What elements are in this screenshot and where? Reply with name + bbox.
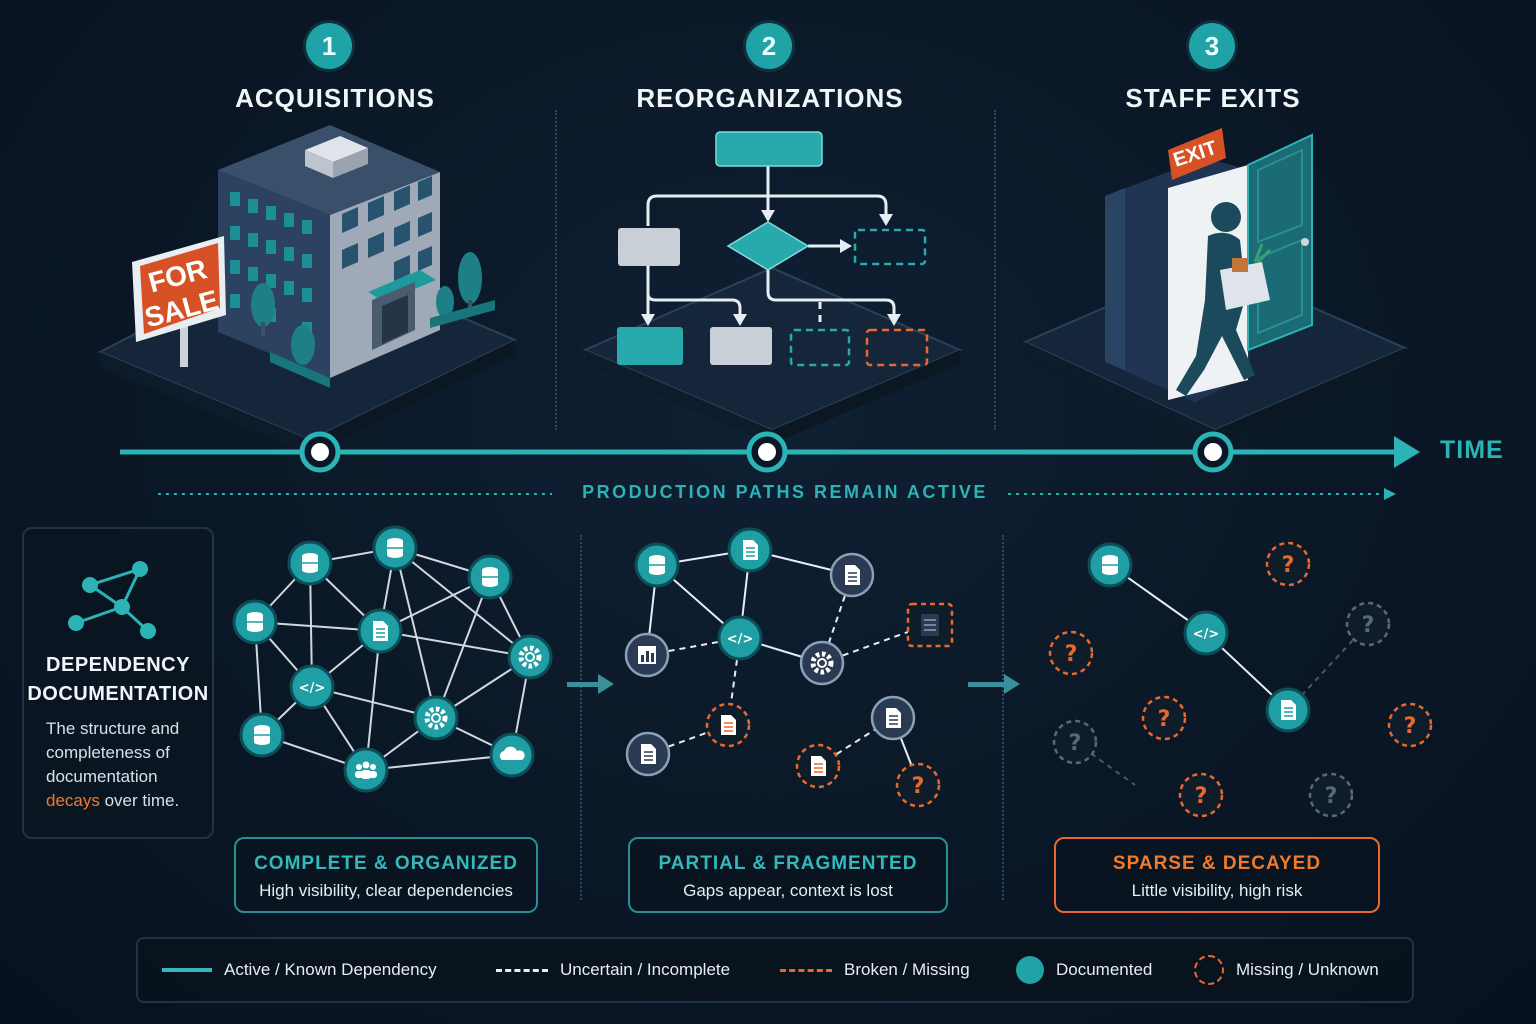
flowchart-illustration	[582, 131, 963, 444]
dashed-line-orange-icon	[780, 968, 832, 972]
dependency-title-line1: DEPENDENCY	[46, 654, 190, 676]
timeline-marker-2	[746, 431, 788, 473]
legend-uncertain: Uncertain / Incomplete	[496, 939, 730, 1001]
stage-2-title: REORGANIZATIONS	[636, 83, 904, 113]
status-complete: COMPLETE & ORGANIZED High visibility, cl…	[234, 837, 538, 913]
office-building-illustration: FOR SALE	[97, 125, 518, 455]
network-icon	[68, 561, 156, 639]
bottom-divider-2	[1002, 535, 1004, 900]
stage-2-badge: 2	[746, 23, 792, 69]
status-sparse-title: SPARSE & DECAYED	[1112, 853, 1322, 874]
dashed-line-icon	[496, 968, 548, 972]
partial-graph	[624, 527, 954, 808]
filled-circle-icon	[1016, 956, 1044, 984]
status-partial-subtitle: Gaps appear, context is lost	[683, 881, 893, 900]
timeline	[120, 431, 1420, 500]
status-complete-title: COMPLETE & ORGANIZED	[254, 853, 518, 874]
top-divider-2	[994, 110, 996, 430]
exit-door-illustration: EXIT	[1022, 128, 1408, 444]
status-sparse: SPARSE & DECAYED Little visibility, high…	[1054, 837, 1380, 913]
legend: Active / Known Dependency Uncertain / In…	[136, 937, 1414, 1003]
solid-line-icon	[162, 968, 212, 972]
status-partial: PARTIAL & FRAGMENTED Gaps appear, contex…	[628, 837, 948, 913]
bottom-divider-1	[580, 535, 582, 900]
stage-1-badge: 1	[306, 23, 352, 69]
dependency-graphs: </> ? ?	[232, 525, 1433, 818]
dashed-circle-icon	[1194, 955, 1224, 985]
production-paths-label: PRODUCTION PATHS REMAIN ACTIVE	[582, 482, 988, 502]
illustrations: FOR SALE	[97, 125, 1420, 500]
stage-3-badge: 3	[1189, 23, 1235, 69]
complete-graph	[232, 525, 551, 793]
top-divider-1	[555, 110, 557, 430]
legend-active: Active / Known Dependency	[162, 939, 437, 1001]
dependency-description: The structure and completeness of docume…	[46, 719, 180, 810]
timeline-marker-3	[1192, 431, 1234, 473]
dependency-documentation-panel: DEPENDENCY DOCUMENTATION The structure a…	[22, 527, 214, 839]
stage-1-title: ACQUISITIONS	[235, 83, 435, 113]
dependency-title-line2: DOCUMENTATION	[27, 683, 209, 705]
status-partial-title: PARTIAL & FRAGMENTED	[658, 853, 918, 874]
legend-documented: Documented	[1016, 939, 1152, 1001]
status-complete-subtitle: High visibility, clear dependencies	[259, 881, 513, 900]
status-sparse-subtitle: Little visibility, high risk	[1131, 881, 1303, 900]
timeline-marker-1	[299, 431, 341, 473]
time-axis-label: TIME	[1440, 436, 1504, 464]
legend-missing: Missing / Unknown	[1194, 939, 1379, 1001]
sparse-graph	[1048, 541, 1433, 818]
legend-broken: Broken / Missing	[780, 939, 970, 1001]
stage-3-title: STAFF EXITS	[1125, 83, 1301, 113]
